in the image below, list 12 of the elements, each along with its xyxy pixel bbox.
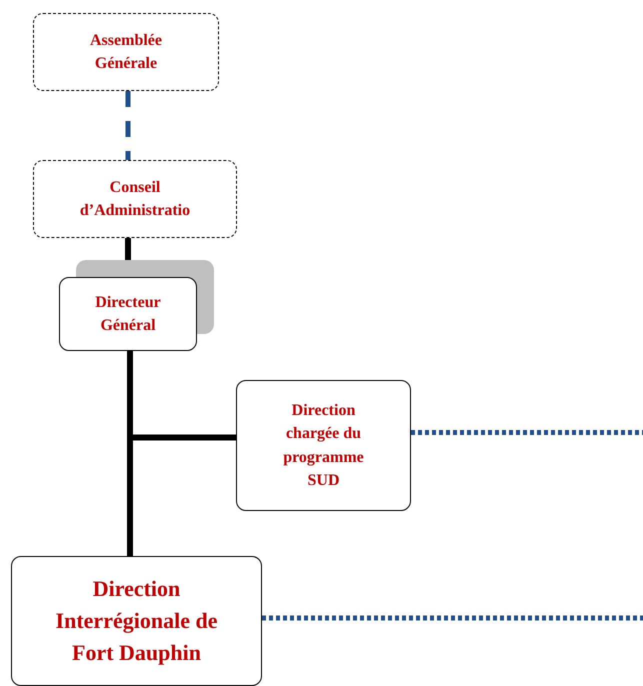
box-label: Direction chargée du programme SUD [282,401,365,491]
dotted-connector [411,430,643,435]
box-label: Direction Interrégionale de Fort Dauphin [54,575,218,667]
org-box [33,13,219,91]
box-label: Assemblée Générale [89,30,163,74]
org-box [33,160,237,238]
connector-line [126,91,130,160]
org-box [11,556,262,686]
box-label: Directeur Général [94,292,162,336]
dotted-connector [262,616,643,620]
org-box [236,380,411,511]
box-label: Conseil d’Administratio [78,178,192,221]
